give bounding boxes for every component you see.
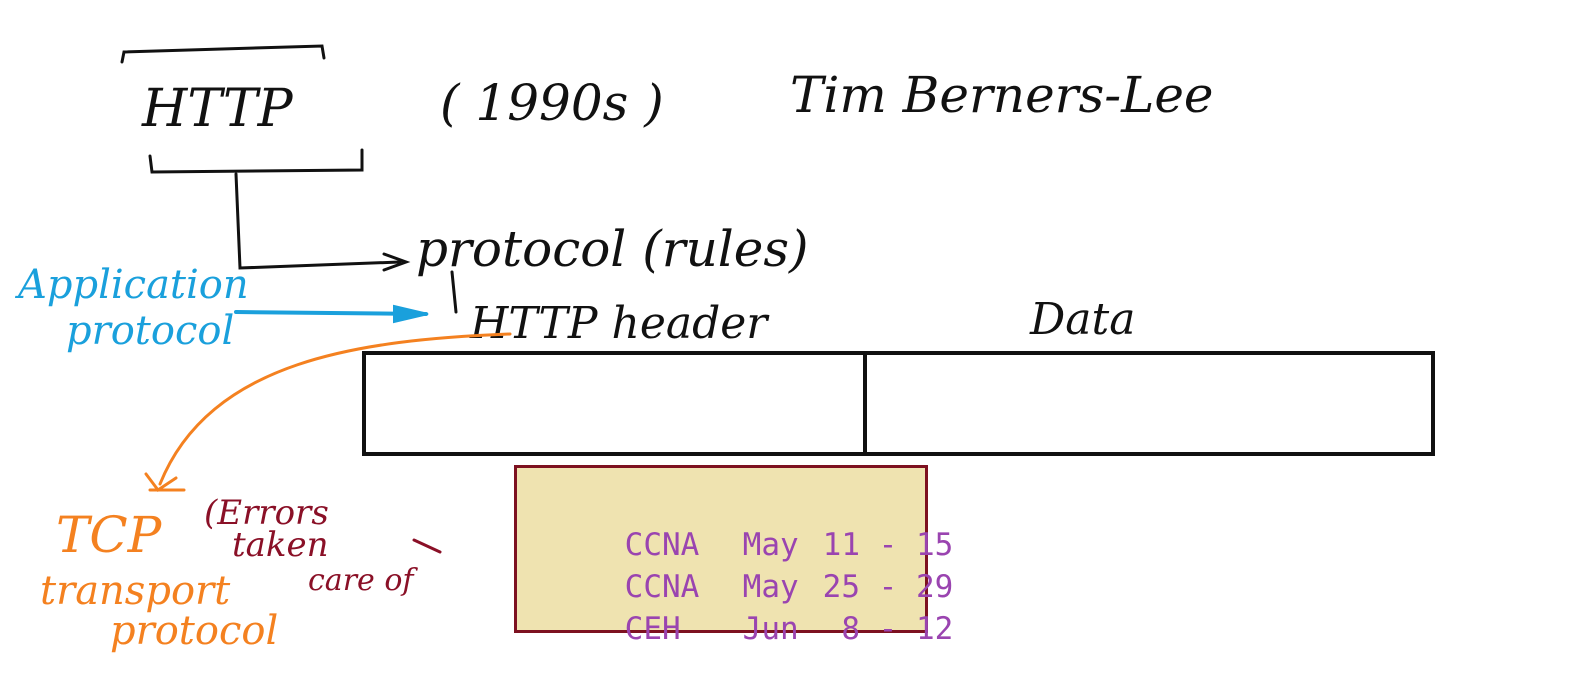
schedule-month: May	[742, 569, 799, 605]
schedule-row: CCNA May 11 - 15	[550, 482, 954, 563]
course-schedule-box: CCNA May 11 - 15 CCNA May 25 - 29 CEH Jun 8 -…	[514, 465, 954, 647]
http-header-label: HTTP header	[469, 298, 770, 349]
tcp-arrow	[158, 332, 512, 486]
http-top-bracket	[120, 44, 326, 64]
http-bottom-bracket	[148, 148, 364, 174]
schedule-course: CEH	[624, 611, 681, 647]
schedule-month: Jun	[742, 611, 799, 647]
data-label: Data	[1029, 294, 1135, 345]
taken-note: taken	[232, 525, 329, 565]
transport-protocol-label: protocol	[110, 608, 278, 654]
http-title: HTTP	[141, 79, 294, 139]
protocol-arrowhead	[382, 252, 411, 272]
schedule-row: CEH Jun 8 - 12	[550, 566, 954, 647]
tcp-label: TCP	[56, 506, 163, 564]
application-label: Application	[14, 262, 249, 308]
protocol-rules-note: protocol (rules)	[416, 220, 809, 278]
data-box	[863, 351, 1435, 456]
schedule-dates: 11 - 15	[822, 527, 954, 563]
schedule-course: CCNA	[624, 527, 700, 563]
protocol-connector	[234, 172, 402, 270]
application-arrowhead	[393, 304, 429, 324]
protocol-underline-tick	[450, 270, 458, 314]
schedule-dates: 25 - 29	[822, 569, 954, 605]
schedule-row: CCNA May 25 - 29	[550, 524, 954, 605]
inventor-name: Tim Berners-Lee	[790, 66, 1214, 124]
care-of-note: care of	[308, 563, 418, 598]
tcp-arrowhead	[144, 472, 186, 493]
application-protocol-label: protocol	[66, 308, 234, 354]
errors-note: (Errors	[204, 493, 329, 533]
schedule-course: CCNA	[624, 569, 700, 605]
schedule-dates: 8 - 12	[822, 611, 954, 647]
note-tick	[412, 538, 442, 554]
http-header-box	[362, 351, 867, 456]
transport-label: transport	[40, 568, 231, 614]
schedule-month: May	[742, 527, 799, 563]
era-note: ( 1990s )	[440, 74, 664, 132]
